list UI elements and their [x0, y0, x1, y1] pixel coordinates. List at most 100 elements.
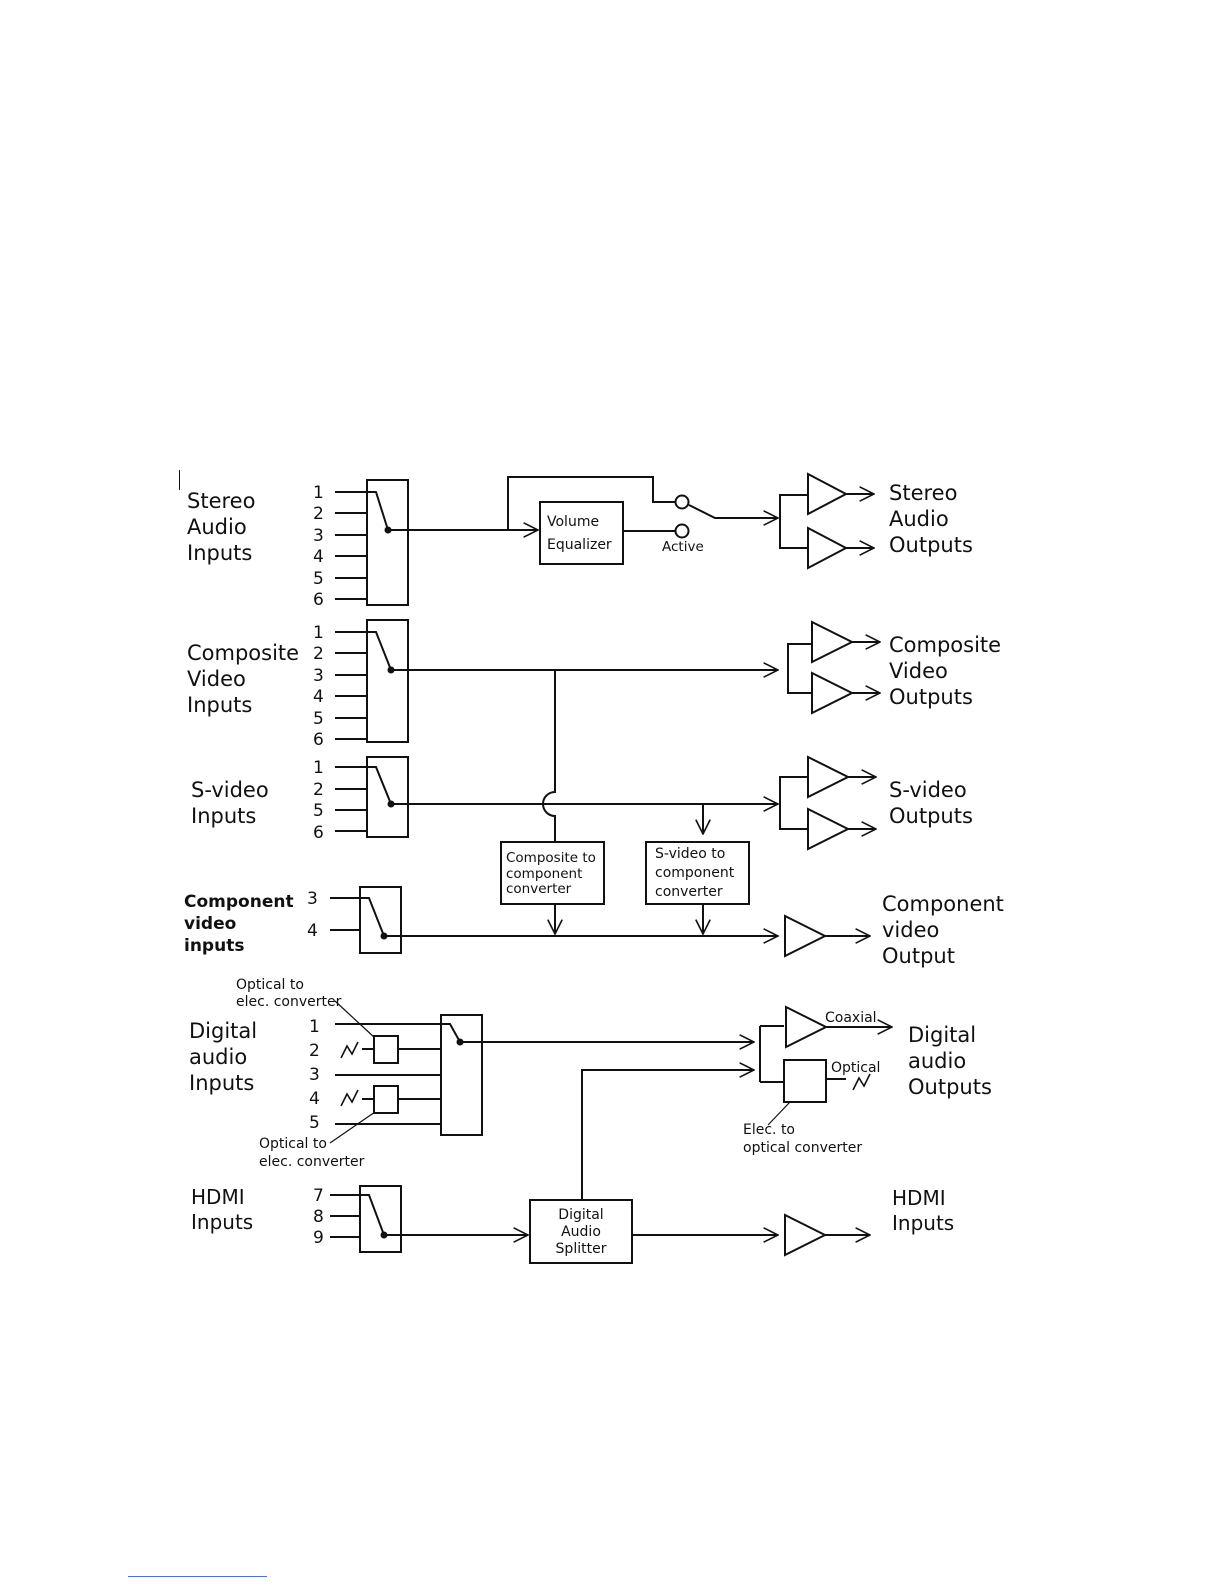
digital-selector: [440, 1014, 483, 1136]
elec-to-optical-2: optical converter: [743, 1140, 862, 1156]
svideo-input-num: 2: [313, 780, 324, 800]
svideo-label-2: Inputs: [191, 804, 256, 828]
stereo-out-label-1: Stereo: [889, 481, 957, 505]
digital-out-label-2: audio: [908, 1049, 966, 1073]
stereo-input-num: 4: [313, 547, 324, 567]
volume-eq-label-1: Volume: [547, 514, 599, 530]
active-contact: [674, 523, 690, 539]
amplifier-triangle: [784, 1213, 828, 1257]
stereo-out-label-2: Audio: [889, 507, 949, 531]
elec-to-optical-1: Elec. to: [743, 1122, 795, 1138]
stereo-input-num: 6: [313, 590, 324, 610]
volume-equalizer-block: [539, 501, 624, 565]
composite-selector: [366, 619, 409, 743]
svideo-input-num: 6: [313, 823, 324, 843]
das-label-1: Digital: [558, 1207, 603, 1223]
composite-out-label-1: Composite: [889, 633, 1001, 657]
selector-switch: [367, 766, 392, 805]
selector-switch: [360, 1194, 385, 1236]
composite-input-num: 4: [313, 687, 324, 707]
volume-eq-label-2: Equalizer: [547, 537, 612, 553]
hdmi-input-num: 9: [313, 1228, 324, 1248]
component-input-num: 4: [307, 921, 318, 941]
composite-out-fork: [787, 643, 812, 694]
optical-label: Optical: [831, 1060, 880, 1076]
stereo-input-num: 1: [313, 483, 324, 503]
composite-input-lines: [335, 631, 367, 740]
digital-label-3: Inputs: [189, 1071, 254, 1095]
s2c-label-1: S-video to: [655, 846, 725, 862]
stereo-input-num: 2: [313, 504, 324, 524]
digital-input-num: 2: [309, 1041, 320, 1061]
hdmi-input-lines: [330, 1194, 360, 1238]
hdmi-section: HDMI Inputs 7 8 9 Digital Audio Splitter…: [191, 1185, 954, 1264]
digital-input-num: 1: [309, 1017, 320, 1037]
active-label: Active: [662, 539, 704, 555]
optical-icon: [852, 1073, 871, 1091]
component-label-1: Component: [184, 892, 294, 912]
composite-tap-line: [542, 670, 556, 842]
amplifier-triangle: [784, 914, 828, 958]
hdmi-input-num: 7: [313, 1186, 324, 1206]
svideo-to-component-block: [645, 841, 750, 905]
digital-out-label-3: Outputs: [908, 1075, 992, 1099]
selector-switch: [441, 1023, 461, 1043]
composite-out-label-2: Video: [889, 659, 948, 683]
amplifier-triangle: [811, 671, 855, 715]
amplifier-triangle: [811, 620, 855, 664]
opt-to-elec-bottom-2: elec. converter: [259, 1154, 365, 1170]
hdmi-out-label-1: HDMI: [892, 1186, 946, 1210]
composite-label-1: Composite: [187, 641, 299, 665]
stereo-label-1: Stereo: [187, 489, 255, 513]
composite-input-num: 6: [313, 730, 324, 750]
svideo-input-num: 5: [313, 801, 324, 821]
svideo-out-fork: [779, 776, 808, 830]
hdmi-audio-line: [581, 1070, 754, 1200]
svideo-section: S-video Inputs 1 2 5 6 S-video Outputs: [191, 755, 973, 851]
callout-line: [329, 1111, 376, 1144]
optical-to-elec-converter: [373, 1035, 399, 1064]
amplifier-triangle: [807, 807, 851, 851]
composite-label-3: Inputs: [187, 693, 252, 717]
stereo-selector: [366, 479, 409, 606]
bypass-line: [507, 476, 675, 530]
hdmi-input-num: 8: [313, 1207, 324, 1227]
component-out-label-1: Component: [882, 892, 1004, 916]
svideo-out-label-1: S-video: [889, 778, 967, 802]
svideo-input-num: 1: [313, 758, 324, 778]
digital-audio-splitter-block: [529, 1199, 633, 1264]
das-label-3: Splitter: [556, 1241, 607, 1257]
selector-switch: [367, 631, 392, 671]
digital-label-1: Digital: [189, 1019, 257, 1043]
selector-switch: [367, 491, 389, 531]
digital-input-num: 5: [309, 1113, 320, 1133]
component-input-num: 3: [307, 889, 318, 909]
c2c-label-3: converter: [506, 881, 572, 897]
selector-switch: [360, 897, 385, 937]
optical-to-elec-converter: [373, 1085, 399, 1114]
composite-to-component-block: [500, 841, 605, 905]
component-selector: [359, 886, 402, 954]
component-label-3: inputs: [184, 936, 244, 956]
composite-section: Composite Video Inputs 1 2 3 4 5 6 Compo…: [187, 619, 1001, 842]
opt-to-elec-top-1: Optical to: [236, 977, 304, 993]
stereo-label-2: Audio: [187, 515, 247, 539]
stereo-input-num: 5: [313, 569, 324, 589]
hdmi-label-1: HDMI: [191, 1185, 245, 1209]
digital-out-fork: [759, 1025, 784, 1083]
video-converters: Composite to component converter S-video…: [500, 841, 750, 934]
amplifier-triangle: [807, 755, 851, 799]
c2c-label-2: component: [506, 866, 582, 882]
coaxial-label: Coaxial: [825, 1010, 877, 1026]
amplifier-triangle: [807, 472, 849, 516]
component-label-2: video: [184, 914, 236, 934]
stereo-out-fork: [779, 494, 808, 549]
svideo-label-1: S-video: [191, 778, 269, 802]
component-out-label-2: video: [882, 918, 939, 942]
opt-to-elec-bottom-1: Optical to: [259, 1136, 327, 1152]
digital-section: Optical to elec. converter Digital audio…: [189, 977, 992, 1200]
stereo-out-label-3: Outputs: [889, 533, 973, 557]
hdmi-selector: [359, 1185, 402, 1253]
